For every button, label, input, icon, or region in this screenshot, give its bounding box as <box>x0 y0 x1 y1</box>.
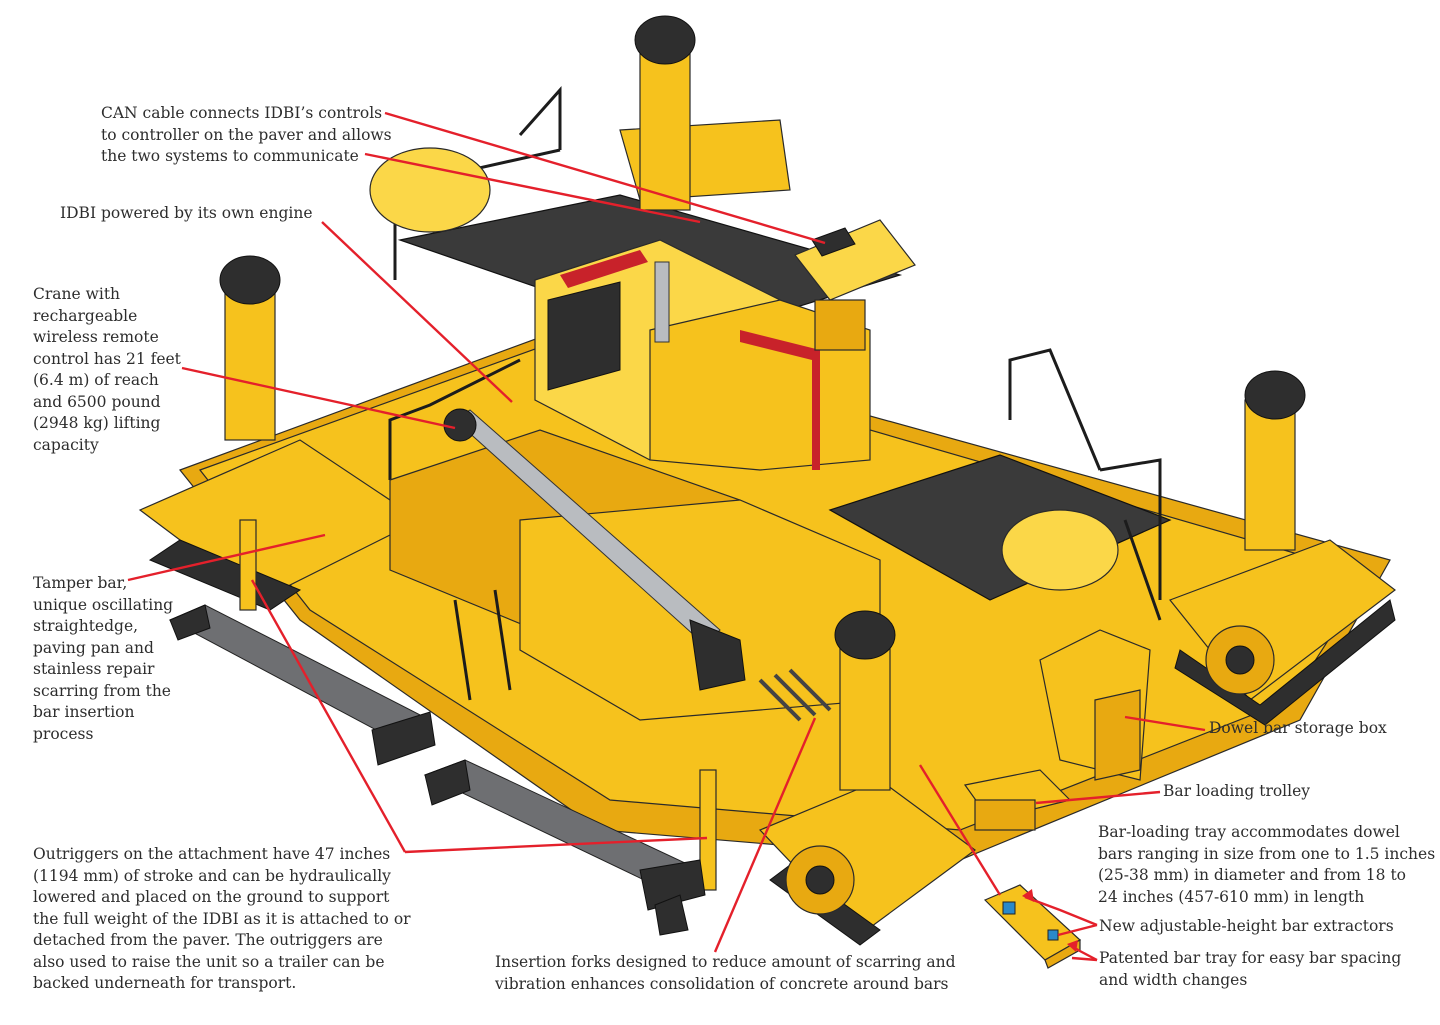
machine-legs <box>219 15 1306 791</box>
callout-engine: IDBI powered by its own engine <box>60 204 313 222</box>
leader-can-1 <box>384 111 826 245</box>
leader-outrigger-2 <box>404 836 708 854</box>
crane-boom <box>443 408 746 691</box>
callout-trolley: Bar loading trolley <box>1163 782 1311 800</box>
outrigger-post-left <box>239 519 257 611</box>
leader-storage-box <box>1124 715 1206 732</box>
leader-can-2 <box>364 152 701 224</box>
leader-forks <box>713 717 817 953</box>
fuel-tank-left <box>369 147 491 233</box>
control-panel <box>794 219 916 351</box>
dowel-bar-storage-box <box>1039 629 1151 781</box>
dowel-bar-bundle-left <box>168 604 436 766</box>
bar-loading-trolley <box>963 769 1072 831</box>
rear-crawler-track <box>1169 539 1396 726</box>
leader-extractors-1 <box>1024 895 1098 927</box>
outrigger-post-right <box>699 769 717 891</box>
callout-crane: Crane with rechargeable wireless remote … <box>33 285 181 454</box>
callout-tamper: Tamper bar, unique oscillating straighte… <box>33 574 174 743</box>
arrowhead-extractors <box>1022 889 1034 902</box>
leader-extractors-2 <box>1057 923 1098 937</box>
fuel-tank-right <box>1001 509 1119 591</box>
front-crawler-track <box>758 779 977 946</box>
leader-patented-2 <box>1071 956 1098 962</box>
leader-tamper <box>127 533 326 582</box>
ladder <box>453 519 1162 701</box>
callout-insertion-forks: Insertion forks designed to reduce amoun… <box>495 953 956 993</box>
callout-tray-sizes: Bar-loading tray accommodates dowel bars… <box>1098 823 1436 906</box>
leader-lines <box>127 111 1206 962</box>
callout-patented-tray: Patented bar tray for easy bar spacing a… <box>1099 949 1402 989</box>
leader-tray-sizes <box>918 764 1002 896</box>
callout-can-cable: CAN cable connects IDBI’s controls to co… <box>101 104 392 165</box>
callout-storage-box: Dowel bar storage box <box>1209 719 1387 737</box>
callout-outriggers: Outriggers on the attachment have 47 inc… <box>33 845 411 992</box>
insertion-forks <box>758 668 832 722</box>
leader-crane <box>181 366 456 430</box>
dowel-bar-inserter-illustration <box>138 15 1396 946</box>
arrowhead-patented <box>1067 940 1078 952</box>
dowel-bar-bundle-right <box>423 759 706 936</box>
callout-extractors: New adjustable-height bar extractors <box>1099 917 1394 935</box>
leader-engine <box>321 221 513 403</box>
leader-trolley <box>1035 790 1161 805</box>
leader-outrigger-1 <box>250 579 407 853</box>
